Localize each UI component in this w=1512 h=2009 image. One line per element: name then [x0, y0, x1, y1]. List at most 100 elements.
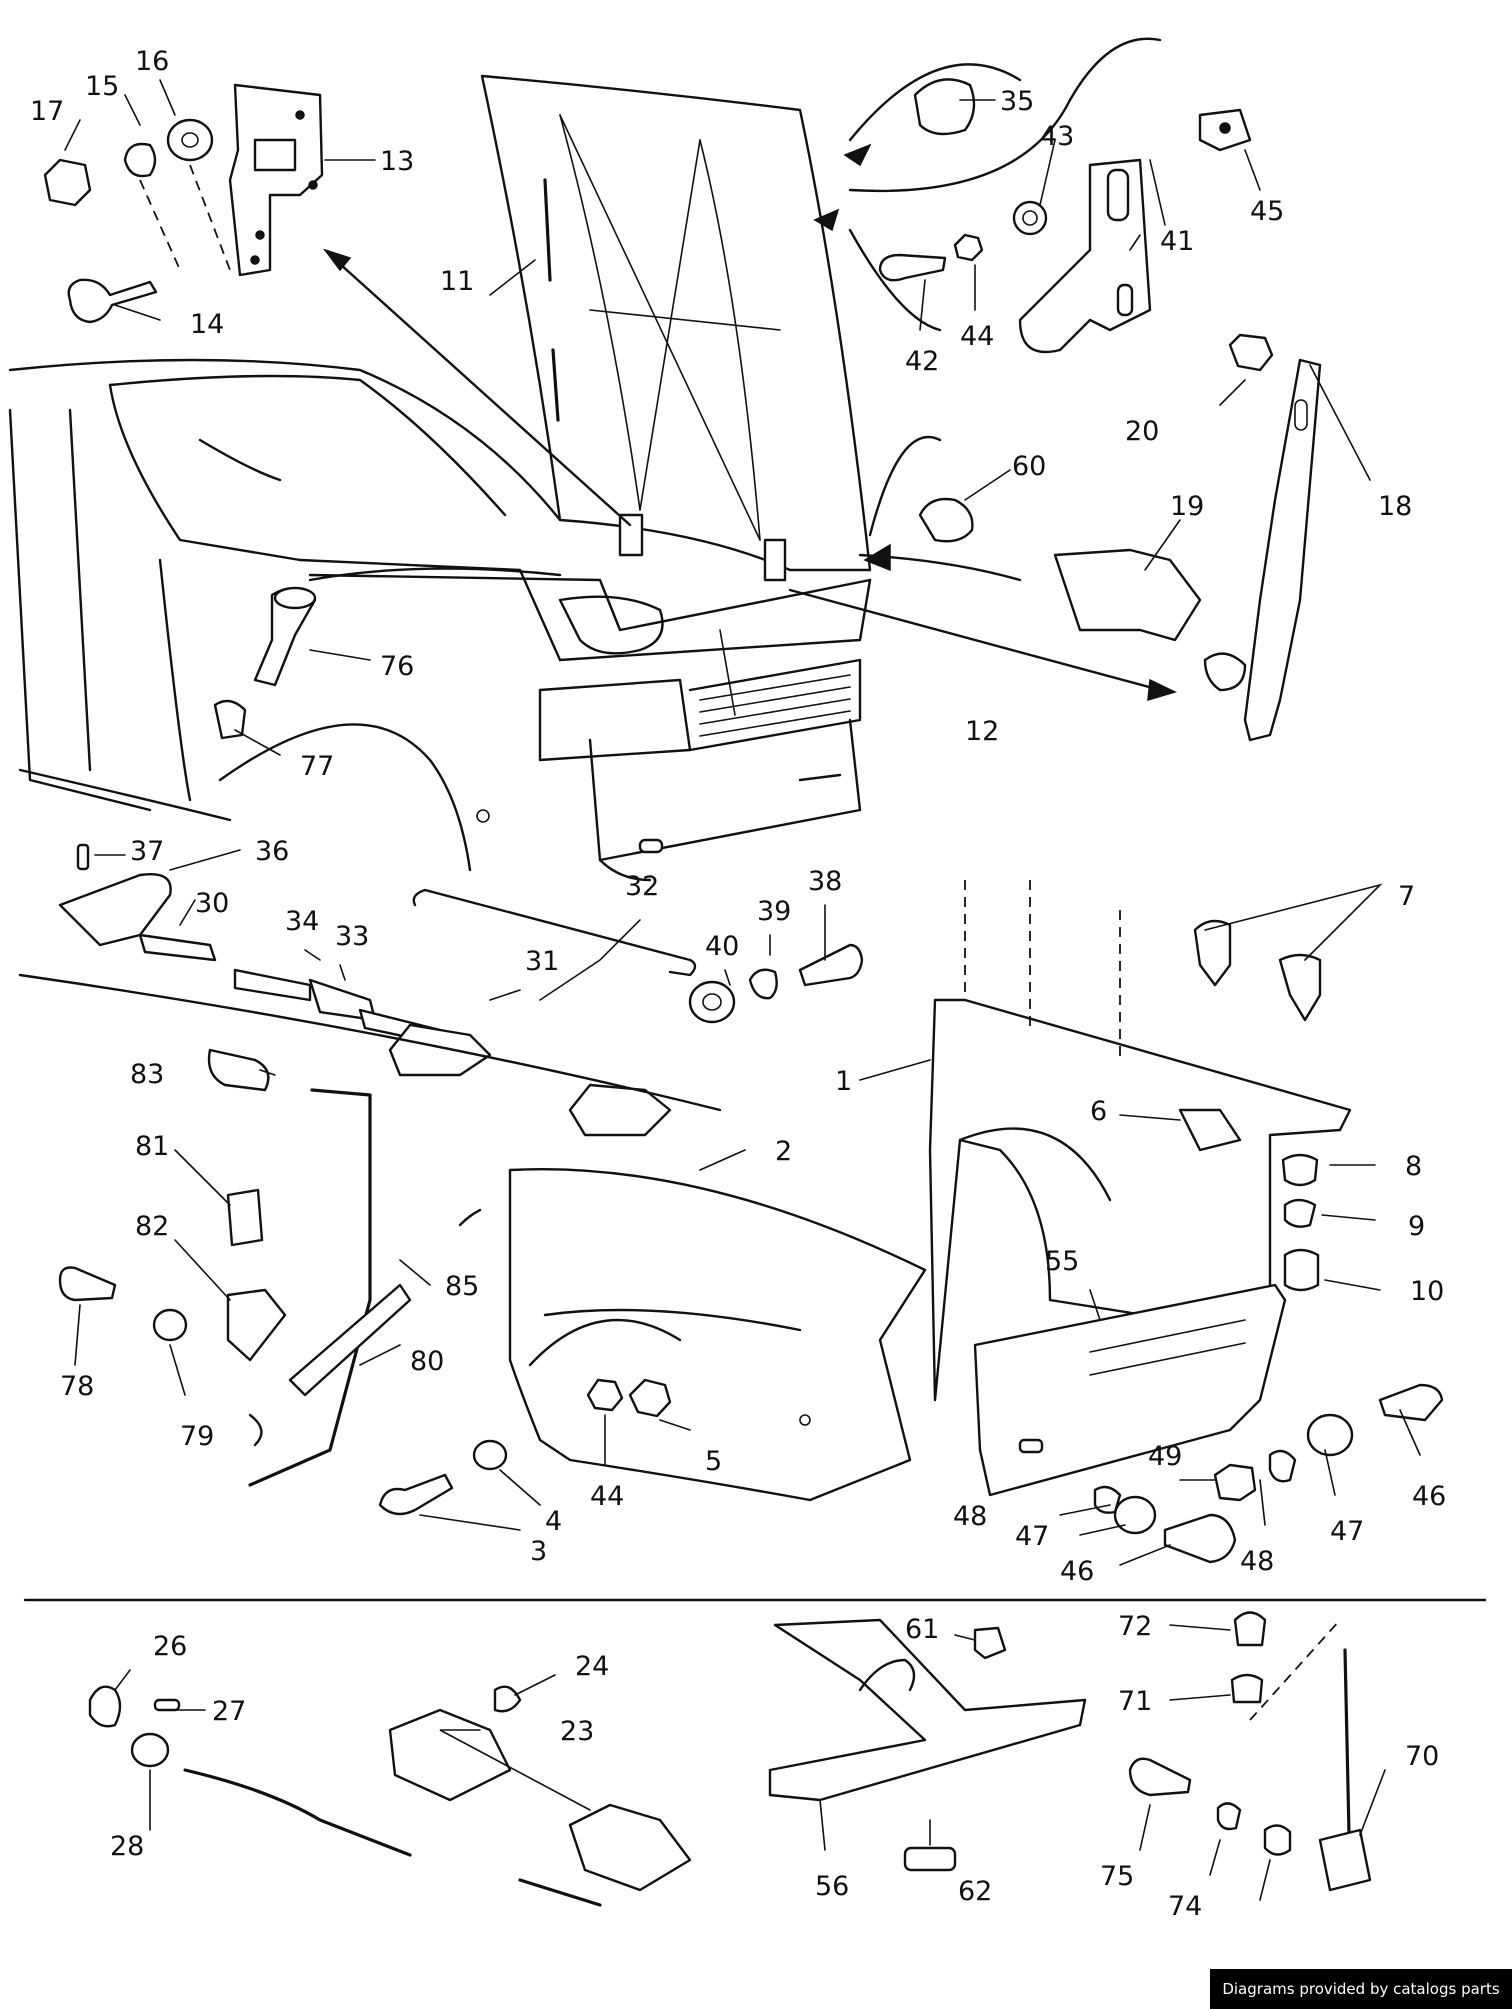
callout-46a: 46 — [1060, 1556, 1094, 1587]
screw-3 — [378, 1473, 454, 1516]
nut-49 — [1213, 1463, 1257, 1502]
callout-45: 45 — [1250, 196, 1284, 227]
clip-48b — [1093, 1485, 1122, 1514]
callout-42: 42 — [905, 346, 939, 377]
callout-44: 44 — [960, 321, 994, 352]
callout-24: 24 — [575, 1651, 609, 1682]
callout-12: 12 — [965, 716, 999, 747]
washer-79 — [152, 1308, 188, 1342]
callout-46b: 46 — [1412, 1481, 1446, 1512]
callout-47a: 47 — [1015, 1521, 1049, 1552]
callout-78: 78 — [60, 1371, 94, 1402]
callout-labels: 17 15 16 13 14 11 35 43 45 41 42 44 20 1… — [30, 46, 1446, 1997]
latch-23a — [388, 1708, 512, 1802]
callout-72: 72 — [1118, 1611, 1152, 1642]
pointer-arrows — [322, 143, 1178, 702]
callout-81: 81 — [135, 1131, 169, 1162]
callout-6: 6 — [1090, 1096, 1107, 1127]
callout-30: 30 — [195, 888, 229, 919]
spring-clip-24 — [493, 1685, 522, 1713]
callout-38: 38 — [808, 866, 842, 897]
bolt-46b — [1163, 1513, 1237, 1564]
callout-33: 33 — [335, 921, 369, 952]
grille-panel-55 — [973, 1283, 1287, 1497]
callout-4: 4 — [545, 1506, 562, 1537]
callout-75: 75 — [1100, 1861, 1134, 1892]
latch-31-left — [388, 1023, 492, 1077]
callout-32: 32 — [625, 871, 659, 902]
hinge-group-top-left — [43, 83, 324, 324]
plate-62 — [903, 1846, 957, 1872]
callout-41: 41 — [1160, 226, 1194, 257]
bolt-46a — [1378, 1383, 1444, 1422]
stud-7a — [1193, 919, 1232, 987]
callout-70: 70 — [1405, 1741, 1439, 1772]
spacer-10 — [1283, 1248, 1320, 1292]
callout-28: 28 — [110, 1831, 144, 1862]
grommet-71 — [1230, 1673, 1264, 1704]
callout-61: 61 — [905, 1614, 939, 1645]
callout-18: 18 — [1378, 491, 1412, 522]
bolt-75 — [1128, 1757, 1192, 1797]
bushing-8 — [1281, 1153, 1319, 1187]
cap-72 — [1233, 1611, 1267, 1647]
hinge-41 — [1018, 158, 1152, 354]
callout-76: 76 — [380, 651, 414, 682]
callout-55: 55 — [1045, 1246, 1079, 1277]
watermark-banner: Diagrams provided by catalogs parts — [1210, 1969, 1512, 2009]
callout-77: 77 — [300, 751, 334, 782]
bushing-43 — [1012, 200, 1048, 236]
bottom-latch-group — [88, 1611, 1372, 1907]
callout-40: 40 — [705, 931, 739, 962]
rear-grille — [699, 674, 851, 737]
bolt-14 — [67, 278, 158, 324]
knob-26 — [88, 1685, 122, 1728]
hood-vent-slots — [543, 178, 560, 422]
washer-47a — [1306, 1413, 1354, 1457]
nut-5 — [628, 1378, 672, 1418]
callout-48b: 48 — [1240, 1546, 1274, 1577]
stud-7b — [1278, 953, 1322, 1022]
callout-82: 82 — [135, 1211, 169, 1242]
callout-7: 7 — [1398, 881, 1415, 912]
clip-61 — [973, 1626, 1007, 1660]
cable-85 — [288, 1283, 412, 1397]
lock-washer-15 — [123, 142, 157, 178]
callout-48a: 48 — [953, 1501, 987, 1532]
callout-39: 39 — [757, 896, 791, 927]
washer-16 — [166, 118, 214, 162]
callout-56: 56 — [815, 1871, 849, 1902]
pin-37 — [76, 843, 90, 871]
fender-2 — [508, 1167, 927, 1502]
callout-27: 27 — [212, 1696, 246, 1727]
callout-9: 9 — [1408, 1211, 1425, 1242]
washer-28 — [130, 1732, 170, 1768]
nut-44-top — [953, 233, 984, 262]
callout-74: 74 — [1168, 1891, 1202, 1922]
bolt-38 — [798, 943, 864, 987]
bolt-78 — [58, 1266, 117, 1302]
callout-85: 85 — [445, 1271, 479, 1302]
handle-83 — [207, 1048, 270, 1092]
latch-23b — [568, 1803, 692, 1892]
hinge-bracket-13 — [228, 83, 324, 277]
callout-79: 79 — [180, 1421, 214, 1452]
bolt-42 — [878, 253, 947, 282]
callout-23: 23 — [560, 1716, 594, 1747]
callout-19: 19 — [1170, 491, 1204, 522]
callout-10: 10 — [1410, 1276, 1444, 1307]
callout-31: 31 — [525, 946, 559, 977]
callout-44b: 44 — [590, 1481, 624, 1512]
washer-nozzle-group — [213, 586, 317, 740]
ball-joint — [1203, 652, 1247, 692]
engine-hood-part-11 — [480, 74, 872, 582]
callout-80: 80 — [410, 1346, 444, 1377]
washer-47b — [1113, 1495, 1157, 1535]
leader-lines — [64, 79, 1421, 1901]
pin-27 — [153, 1698, 181, 1712]
callout-71: 71 — [1118, 1686, 1152, 1717]
callout-36: 36 — [255, 836, 289, 867]
nut-20 — [1228, 333, 1274, 372]
callout-34: 34 — [285, 906, 319, 937]
